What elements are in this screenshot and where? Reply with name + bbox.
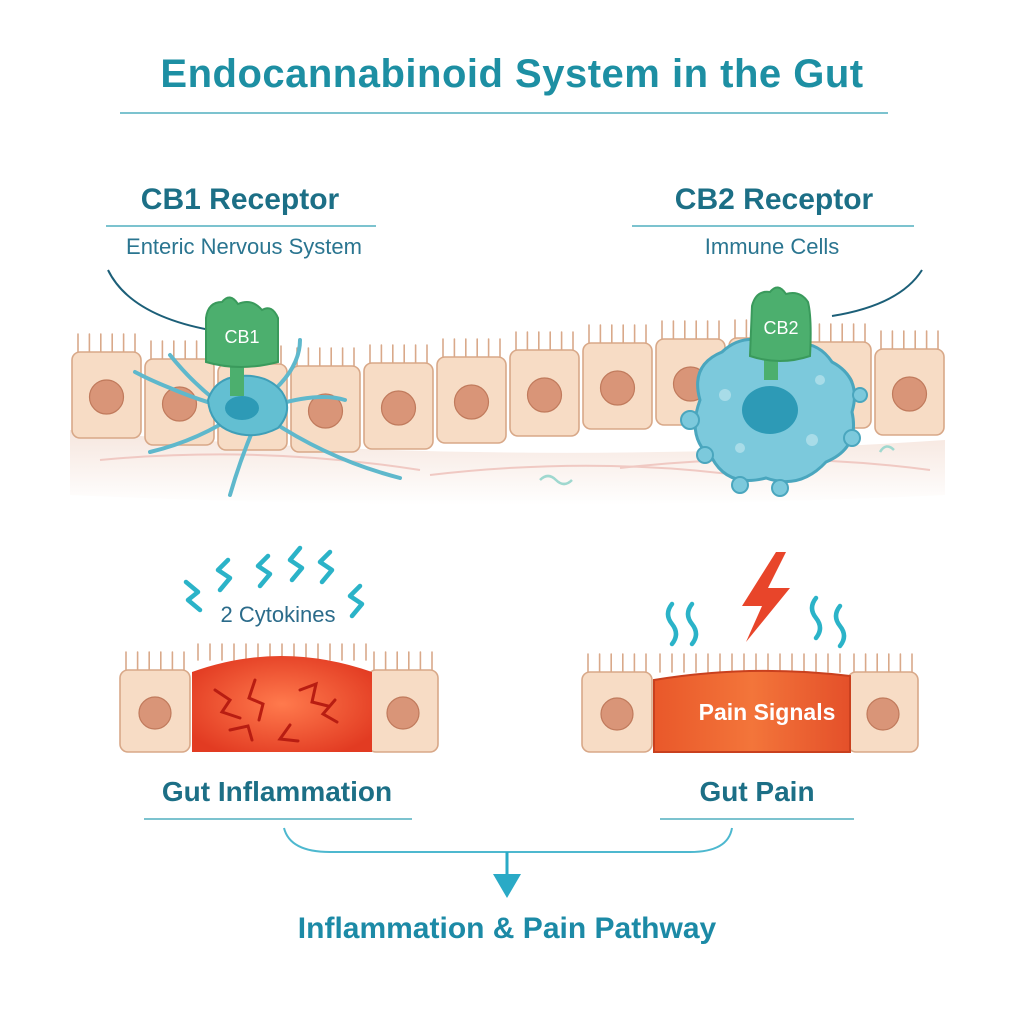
pain-divider [660, 818, 854, 820]
epithelial-layer-pain [581, 653, 919, 753]
cb1-connector [107, 269, 211, 331]
cb2-heading: CB2 Receptor [674, 183, 874, 216]
pain-signals-label: Pain Signals [698, 699, 836, 725]
cb1-subheading: Enteric Nervous System [126, 234, 362, 259]
inflamed-tissue [192, 656, 372, 752]
cb1-receptor-label: CB1 [224, 327, 260, 347]
cb2-connector [831, 269, 923, 317]
gut-pain-caption: Gut Pain [699, 776, 815, 807]
lightning-bolt-icon [742, 552, 790, 642]
epithelial-cell [290, 347, 361, 453]
cytokine-signals [183, 545, 365, 619]
neuron-cell [133, 338, 402, 497]
epithelial-cell [582, 324, 653, 430]
cb2-subheading: Immune Cells [704, 234, 840, 259]
inflammation-divider [144, 818, 412, 820]
cb1-divider [106, 225, 376, 227]
pathway-bracket [283, 827, 733, 853]
title-divider [120, 112, 888, 114]
tissue-fibers-teal [539, 445, 895, 486]
gut-inflammation-caption: Gut Inflammation [161, 776, 393, 807]
epithelial-cell [509, 331, 580, 437]
page-title: Endocannabinoid System in the Gut [160, 52, 864, 96]
cb2-receptor [748, 286, 812, 380]
epithelial-cell [367, 651, 439, 753]
epithelial-cell [847, 653, 919, 753]
epithelial-cell [436, 338, 507, 444]
cb2-receptor-label: CB2 [763, 318, 799, 338]
cb1-heading: CB1 Receptor [140, 183, 340, 216]
pain-signal-band [653, 669, 851, 753]
epithelial-cell [874, 330, 945, 436]
epithelial-cell [119, 651, 191, 753]
epithelial-cell [363, 344, 434, 450]
cb2-divider [632, 225, 914, 227]
epithelial-cell [71, 333, 142, 439]
cb1-receptor [205, 296, 279, 396]
epithelial-layer-inflammation [119, 643, 439, 753]
epithelial-cell [581, 653, 653, 753]
cytokines-label: 2 Cytokines [220, 602, 336, 627]
immune-cell [680, 337, 868, 497]
down-arrow-icon [493, 874, 521, 898]
epithelial-cell [144, 340, 215, 446]
pain-waves [665, 595, 847, 649]
pathway-label: Inflammation & Pain Pathway [297, 912, 717, 945]
